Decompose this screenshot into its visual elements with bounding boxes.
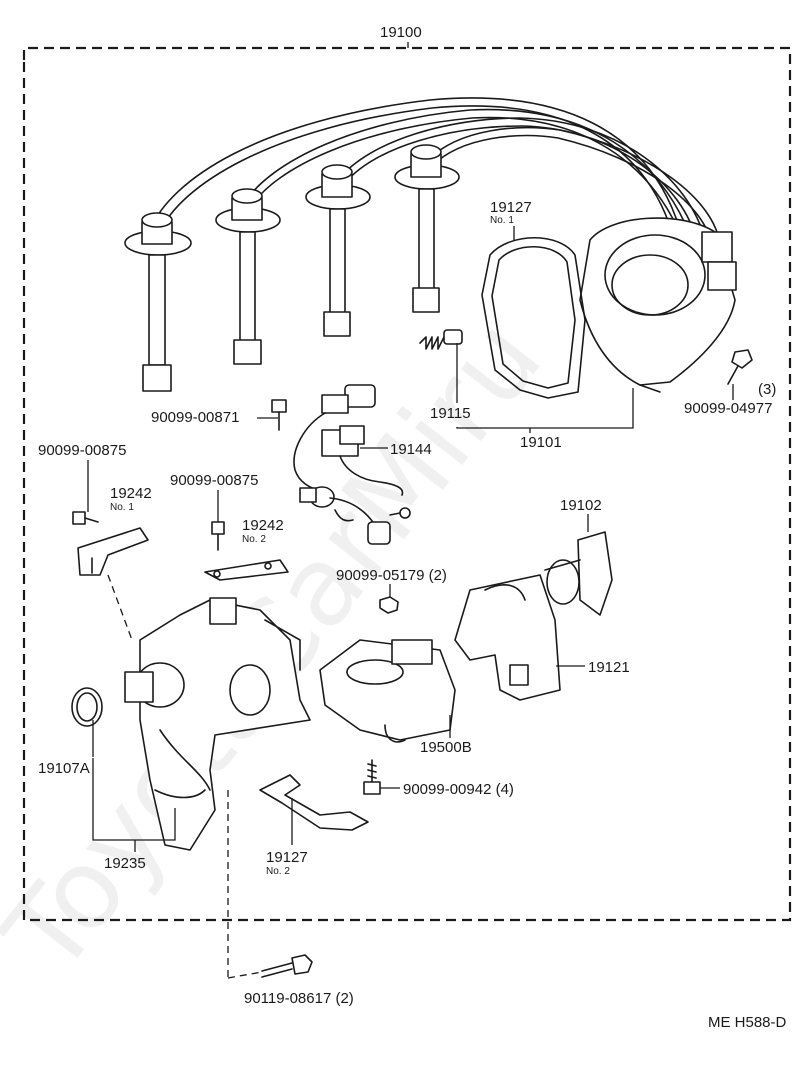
label-19115: 19115 (430, 405, 471, 422)
label-90099-04977-qty: (3) (758, 381, 776, 398)
bracket-no2 (204, 559, 289, 581)
label-90099-00871: 90099-00871 (151, 409, 239, 426)
bracket-screw-a (72, 511, 99, 525)
label-90119-08617: 90119-08617 (2) (244, 990, 354, 1007)
label-19500B: 19500B (420, 739, 472, 756)
label-19127-no2-sub: No. 2 (266, 866, 290, 877)
label-19101: 19101 (520, 434, 562, 451)
label-90099-00875-b: 90099-00875 (170, 472, 258, 489)
housing-gasket-no2 (259, 774, 369, 831)
bracket-no1 (77, 527, 149, 576)
leader-lines (87, 226, 734, 852)
label-19127-no2: 19127 (266, 849, 308, 866)
label-90099-04977: 90099-04977 (684, 400, 772, 417)
distributor-rotor (544, 531, 613, 616)
label-19127-no1-sub: No. 1 (490, 215, 514, 226)
label-19144: 19144 (390, 441, 432, 458)
label-90099-05179: 90099-05179 (2) (336, 567, 447, 584)
harness-screw (271, 399, 287, 431)
alignment-lines (107, 574, 263, 979)
plug-boot-3 (305, 164, 371, 337)
label-19127-no1: 19127 (490, 199, 532, 216)
label-19242-no2: 19242 (242, 517, 284, 534)
o-ring (71, 687, 103, 727)
plug-boot-4 (394, 144, 460, 313)
plug-boot-1 (124, 212, 192, 392)
hold-down-bolt (261, 954, 313, 978)
label-19102: 19102 (560, 497, 602, 514)
label-19121: 19121 (588, 659, 630, 676)
noise-filter-harness (293, 384, 411, 545)
label-19242-no1: 19242 (110, 485, 152, 502)
plug-boot-2 (215, 188, 281, 365)
distributor-cap (579, 217, 737, 393)
label-90099-00942: 90099-00942 (4) (403, 781, 514, 798)
spark-plug-cable-set (124, 97, 721, 392)
ignition-coil (319, 639, 456, 743)
bracket-screw-b (211, 521, 225, 551)
label-19235: 19235 (104, 855, 146, 872)
coil-screw (363, 759, 381, 795)
label-19242-no2-sub: No. 2 (242, 534, 266, 545)
label-19107A: 19107A (38, 760, 90, 777)
coil-cover (454, 574, 561, 701)
carbon-spring (419, 329, 463, 350)
assembly-frame (22, 46, 792, 922)
distributor-housing (124, 597, 311, 851)
drawing-code: ME H588-D (708, 1014, 787, 1031)
cap-gasket-no1 (481, 237, 586, 399)
assembly-label: 19100 (380, 24, 422, 41)
cap-bolt (727, 349, 753, 385)
coil-nut (379, 596, 399, 614)
label-19242-no1-sub: No. 1 (110, 502, 134, 513)
label-90099-00875-a: 90099-00875 (38, 442, 126, 459)
